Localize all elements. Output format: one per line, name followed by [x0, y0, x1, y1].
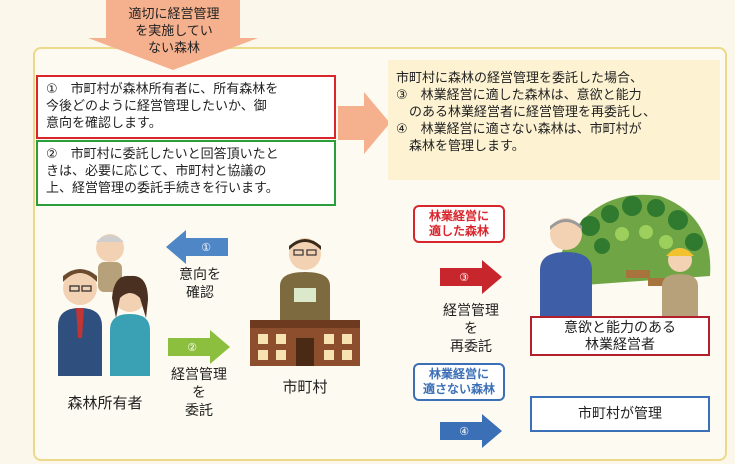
forest-owner-label: 森林所有者 [67, 394, 143, 412]
step1-line: 意向を確認します。 [46, 116, 162, 131]
top-arrow-line: を実施してい [135, 24, 213, 39]
city-manages-box: 市町村が管理 [530, 396, 710, 432]
arrow-2-label-line: を [192, 385, 206, 401]
forest-workers-illustration [540, 194, 711, 316]
step1-box: ① 市町村が森林所有者に、所有森林を 今後どのように経営管理したいか、御 意向を… [36, 75, 336, 139]
tag-unsuitable-line: 適さない森林 [422, 382, 495, 396]
right-panel: 市町村に森林の経営管理を委託した場合、 ③ 林業経営に適した森林は、意欲と能力 … [388, 60, 720, 180]
arrow-3: ③ [440, 260, 502, 294]
forestry-manager-box: 意欲と能力のある 林業経営者 [530, 316, 710, 356]
top-arrow-line: 適切に経営管理 [128, 7, 220, 22]
right-panel-line: ④ 林業経営に適さない森林は、市町村が [396, 122, 642, 137]
arrow-2: ② [168, 330, 230, 364]
manager-box-line: 意欲と能力のある [564, 320, 676, 336]
arrow-1-label-line: 確認 [186, 285, 214, 301]
arrow-1-label-line: 意向を [179, 267, 221, 283]
step2-box: ② 市町村に委託したいと回答頂いたと きは、必要に応じて、市町村と協議の 上、経… [36, 140, 336, 206]
arrow-2-label: 経営管理 を 委託 [164, 366, 234, 420]
tag-unsuitable-line: 林業経営に [428, 367, 489, 381]
step1-line: 今後どのように経営管理したいか、御 [46, 99, 267, 114]
arrow-4-number: ④ [459, 425, 469, 438]
manager-box-line: 林業経営者 [585, 337, 655, 353]
arrow-1: ① [166, 230, 228, 264]
step2-line: ② 市町村に委託したいと回答頂いたと [46, 147, 279, 162]
city-hall-illustration [250, 238, 360, 366]
arrow-4: ④ [440, 414, 502, 448]
forest-owners-illustration [58, 234, 150, 376]
arrow-3-label-line: 経営管理 [443, 303, 499, 319]
step1-line: ① 市町村が森林所有者に、所有森林を [46, 82, 279, 97]
step2-line: きは、必要に応じて、市町村と協議の [46, 164, 267, 179]
right-panel-line: のある林業経営者に経営管理を再委託し、 [396, 105, 657, 120]
city-label: 市町村 [282, 378, 328, 396]
tag-suitable-forest: 林業経営に 適した森林 [413, 205, 505, 243]
arrow-1-number: ① [201, 241, 211, 254]
arrow-3-label-line: 再委託 [450, 339, 492, 355]
arrow-2-label-line: 経営管理 [171, 367, 227, 383]
top-down-arrow [88, 0, 258, 70]
step2-line: 上、経営管理の委託手続きを行います。 [46, 181, 279, 196]
arrow-1-label: 意向を 確認 [170, 266, 230, 302]
right-panel-line: ③ 林業経営に適した森林は、意欲と能力 [396, 88, 642, 103]
right-panel-line: 市町村に森林の経営管理を委託した場合、 [396, 71, 644, 86]
tag-suitable-line: 適した森林 [428, 224, 489, 238]
arrow-3-number: ③ [459, 271, 469, 284]
tag-suitable-line: 林業経営に [428, 209, 489, 223]
arrow-2-number: ② [187, 341, 197, 354]
big-right-arrow [338, 92, 390, 154]
tag-unsuitable-forest: 林業経営に 適さない森林 [413, 363, 505, 401]
top-arrow-text: 適切に経営管理 を実施してい ない森林 [110, 6, 238, 57]
top-arrow-line: ない森林 [147, 41, 200, 56]
arrow-2-label-line: 委託 [185, 403, 213, 419]
arrow-3-label: 経営管理 を 再委託 [424, 302, 518, 356]
arrow-3-label-line: を [464, 321, 478, 337]
right-panel-line: 森林を管理します。 [396, 139, 525, 154]
